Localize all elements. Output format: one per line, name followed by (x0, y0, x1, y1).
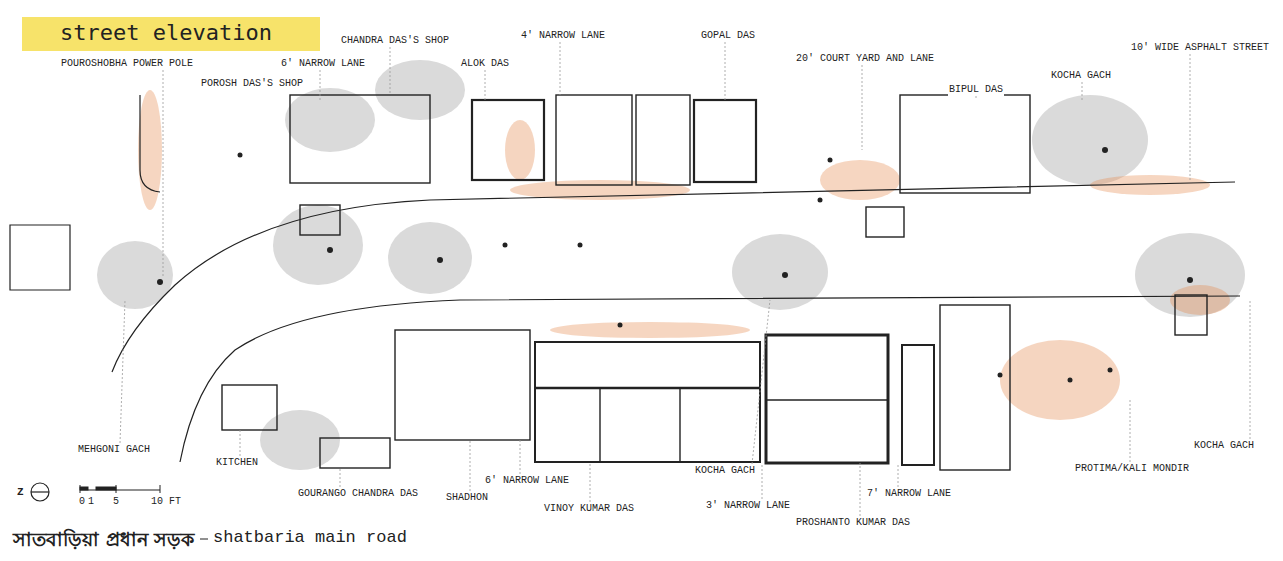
scale-number: 10 FT (150, 496, 182, 508)
leader-lines (120, 42, 1250, 516)
site-label: MEHGONI GACH (77, 444, 151, 456)
scale-number: 5 (112, 496, 120, 508)
site-label: POUROSHOBHA POWER POLE (60, 58, 194, 70)
site-label: SHADHON (445, 492, 489, 504)
site-label: CHANDRA DAS'S SHOP (340, 35, 450, 47)
bengali-road-name: সাতবাড়িয়া প্রধান সড়ক (12, 528, 195, 550)
site-label: Z (16, 486, 25, 498)
shade (97, 60, 1245, 470)
site-label: GOURANGO CHANDRA DAS (297, 488, 419, 500)
site-label: POROSH DAS'S SHOP (200, 78, 304, 90)
title-band: street elevation (22, 17, 320, 51)
site-label: ALOK DAS (460, 58, 510, 70)
site-label: PROTIMA/KALI MONDIR (1074, 463, 1190, 475)
buildings (222, 95, 1207, 470)
site-label: PROSHANTO KUMAR DAS (795, 517, 911, 529)
soil-stain (138, 90, 1230, 420)
road-caption: shatbaria main road (213, 528, 407, 547)
site-label: GOPAL DAS (700, 30, 756, 42)
site-label: 20' COURT YARD AND LANE (795, 53, 935, 65)
site-label: 10' WIDE ASPHALT STREET (1130, 42, 1270, 54)
site-label: KOCHA GACH (694, 465, 756, 477)
site-label: VINOY KUMAR DAS (543, 503, 635, 515)
site-label: 6' NARROW LANE (484, 475, 570, 487)
site-label: KOCHA GACH (1050, 70, 1112, 82)
site-label: 6' NARROW LANE (280, 58, 366, 70)
site-label: 7' NARROW LANE (866, 488, 952, 500)
site-label: BIPUL DAS (948, 84, 1004, 96)
road-edge (10, 95, 1240, 462)
site-label: KOCHA GACH (1193, 440, 1255, 452)
title-text: street elevation (22, 17, 320, 45)
poles-and-figures (157, 147, 1193, 383)
scale-number: 0 (78, 496, 86, 508)
site-label: 4' NARROW LANE (520, 30, 606, 42)
site-label: 3' NARROW LANE (705, 500, 791, 512)
site-label: KITCHEN (215, 457, 259, 469)
scale-number: 1 (87, 496, 95, 508)
